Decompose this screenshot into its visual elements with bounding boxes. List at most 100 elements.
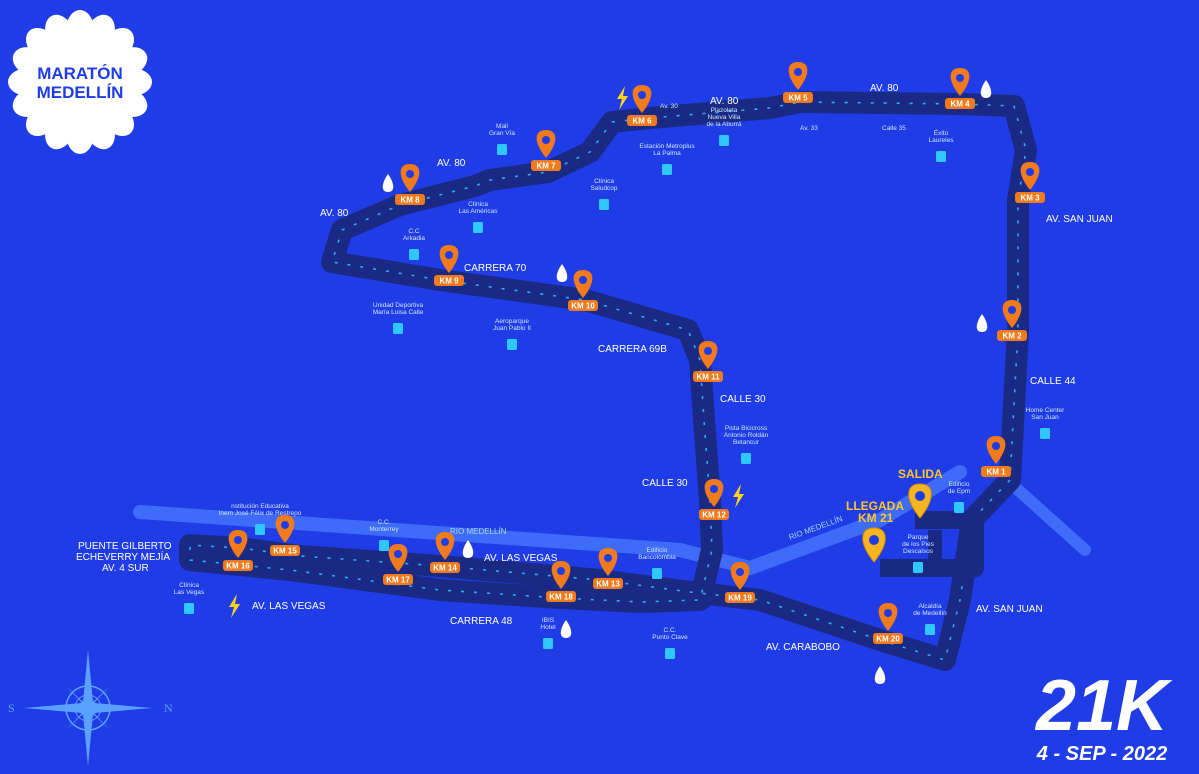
poi-label: de la Aburrá [706,121,741,128]
km-marker-12[interactable]: KM 12 [699,479,729,520]
building-icon [665,648,675,659]
km-badge [430,562,460,573]
poi-label: Plazoleta [711,107,738,114]
km-marker-16[interactable]: KM 16 [223,530,253,571]
poi-label: Gran Vía [489,130,515,137]
km-marker-6[interactable]: KM 6 [627,85,657,126]
street-label-av33: Av. 33 [800,125,818,132]
water-drop-icon [560,620,572,638]
pin-center [604,554,612,562]
building-icon [497,144,507,155]
building-icon [913,562,923,573]
pin-center [557,567,565,575]
km-marker-17[interactable]: KM 17 [383,544,413,585]
poi-label: Laureles [929,137,955,144]
km-badge [699,509,729,520]
pin-center [579,276,587,284]
km-label: KM 19 [728,594,752,603]
water-drop-icon [874,666,886,684]
pin-center [884,609,892,617]
km-marker-20[interactable]: KM 20 [873,603,903,644]
km-label: KM 14 [433,564,457,573]
service-icons [229,80,992,684]
km-label: KM 20 [876,635,900,644]
poi-label: Hotel [540,624,556,631]
building-icon [652,568,662,579]
poi-label: C.C [408,228,420,235]
km-badge [395,194,425,205]
street-label-av-san-juan-north: AV. SAN JUAN [1046,214,1113,225]
building-icon [936,151,946,162]
km-badge [593,578,623,589]
llegada-label-1: LLEGADA [846,499,904,513]
km-markers: KM 1 KM 2 KM 3 KM 4 KM 5 KM 6 KM 7 KM 8 KM 9 KM 1… [223,62,1045,644]
building-icon [184,603,194,614]
km-marker-18[interactable]: KM 18 [546,561,576,602]
km-marker-5[interactable]: KM 5 [783,62,813,103]
km-badge [531,160,561,171]
llegada-pin[interactable] [862,527,886,563]
km-marker-4[interactable]: KM 4 [945,68,975,109]
street-label-calle35: Calle 35 [882,125,906,132]
building-icon [393,323,403,334]
km-marker-3[interactable]: KM 3 [1015,162,1045,203]
km-marker-8[interactable]: KM 8 [395,164,425,205]
street-label-av80-d: AV. 80 [320,208,349,219]
km-label: KM 13 [596,580,620,589]
km-badge [270,545,300,556]
km-marker-15[interactable]: KM 15 [270,515,300,556]
building-icon [599,199,609,210]
poi-label: Home Center [1026,407,1065,414]
pin-center [794,68,802,76]
km-label: KM 6 [632,117,652,126]
pin-center [710,485,718,493]
building-icon [507,339,517,350]
poi-label: Clínica [594,178,614,185]
poi-label: IBIS [542,617,555,624]
km-marker-1[interactable]: KM 1 [981,436,1011,477]
km-marker-13[interactable]: KM 13 [593,548,623,589]
km-label: KM 18 [549,593,573,602]
km-badge [434,275,464,286]
km-badge [383,574,413,585]
street-label-av80-b: AV. 80 [870,83,899,94]
poi-label: C.C. [378,519,391,526]
km-label: KM 7 [536,162,556,171]
water-drop-icon [556,264,568,282]
km-marker-7[interactable]: KM 7 [531,130,561,171]
pin-center [736,568,744,576]
pin-center [1026,168,1034,176]
km-label: KM 15 [273,547,297,556]
km-label: KM 4 [950,100,970,109]
poi-label: Antonio Roldán [724,432,769,439]
km-badge [945,98,975,109]
km-marker-10[interactable]: KM 10 [568,270,598,311]
km-marker-19[interactable]: KM 19 [725,562,755,603]
salida-pin[interactable] [908,483,932,519]
km-marker-14[interactable]: KM 14 [430,532,460,573]
pin-center [281,521,289,529]
poi-label: C.C. [664,627,677,634]
pin-center [638,91,646,99]
km-marker-2[interactable]: KM 2 [997,300,1027,341]
poi-label: Juan Pablo II [493,325,531,332]
poi-label: Clínica [468,201,488,208]
km-marker-11[interactable]: KM 11 [693,341,723,382]
km-badge [627,115,657,126]
poi-label: Las Vegas [174,589,205,596]
km-badge [568,300,598,311]
km-badge [873,633,903,644]
event-title: 21K 4 - SEP - 2022 [1034,666,1173,765]
km-label: KM 10 [571,302,595,311]
km-marker-9[interactable]: KM 9 [434,245,464,286]
poi-label: Mall [496,123,508,130]
